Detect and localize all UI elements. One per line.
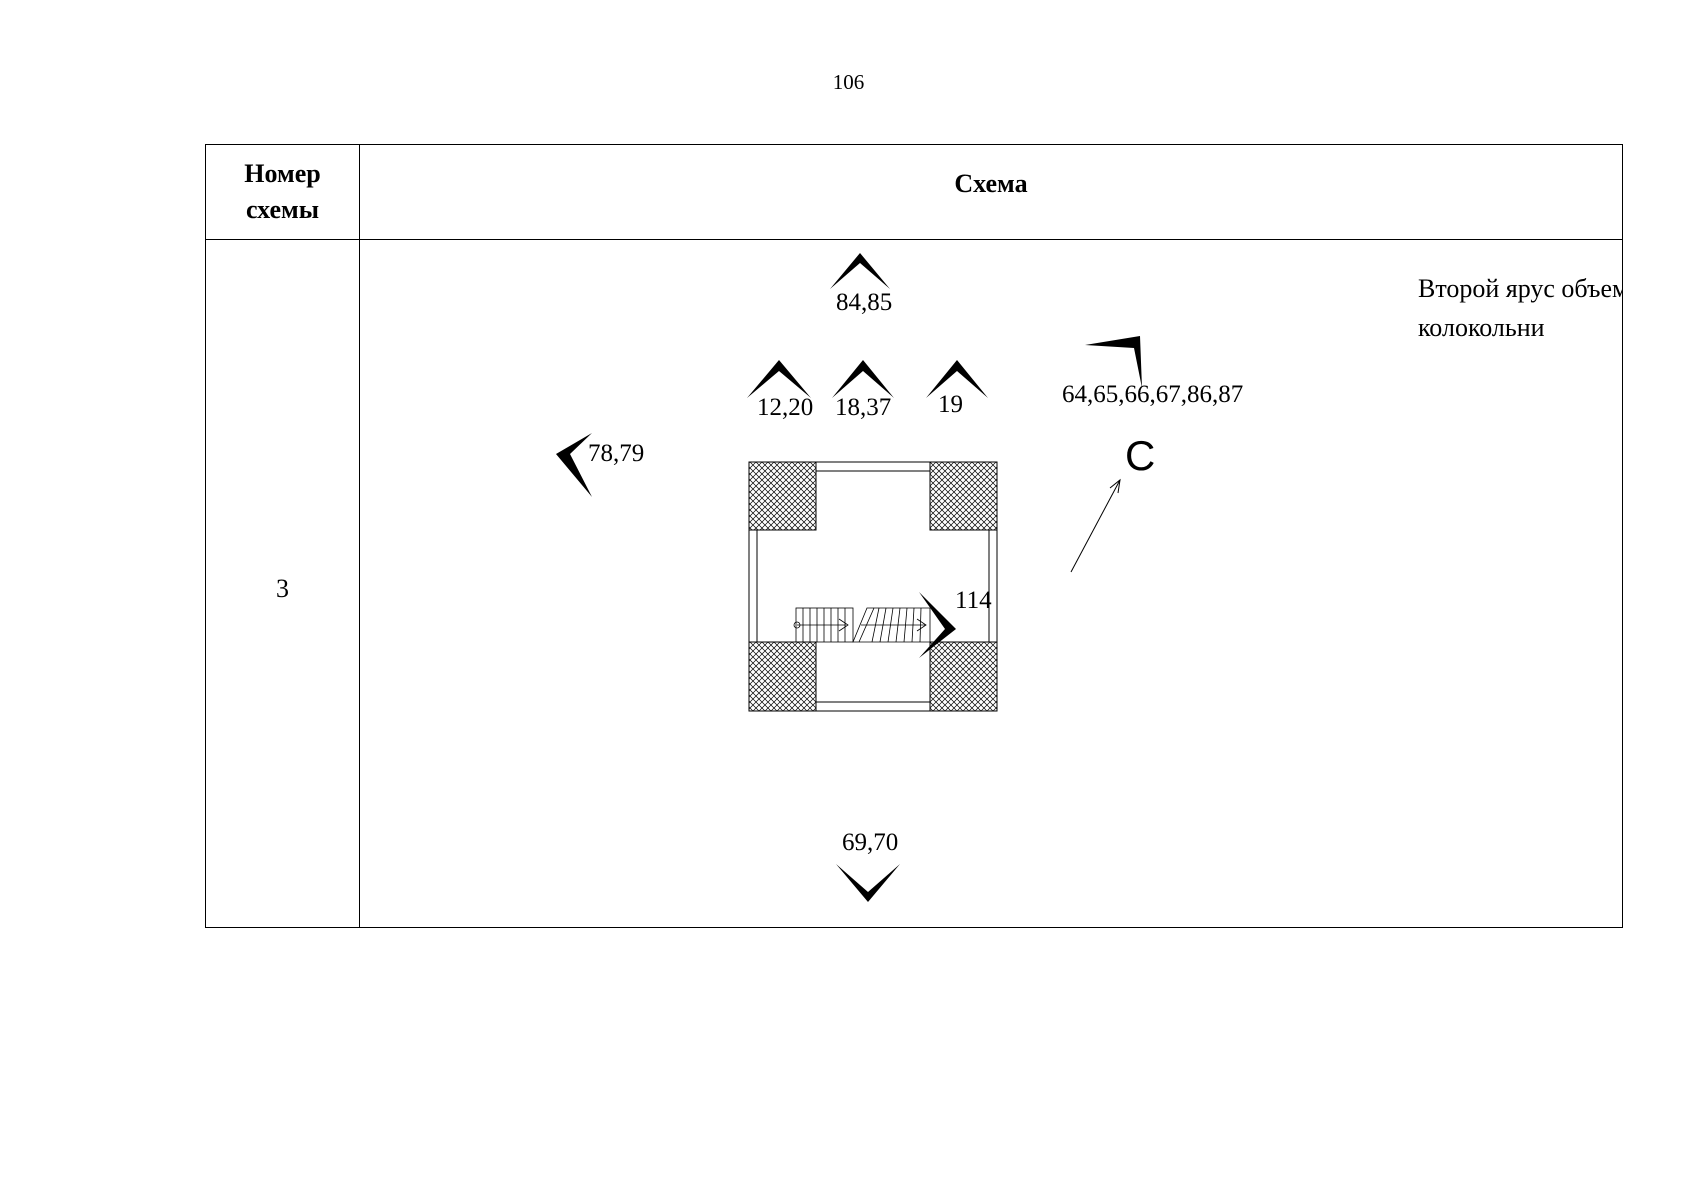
header-scheme-cell: Схема (359, 144, 1623, 240)
table-header-row: Номер схемы Схема (205, 144, 1623, 240)
view-label-row-c: 19 (938, 391, 963, 418)
pillar-top-left (748, 461, 817, 531)
view-marker-corner: 64,65,66,67,86,87 (1062, 336, 1243, 408)
table-row: 3 Второй ярус объема колокольни 84,85 (205, 239, 1623, 928)
view-label-top: 84,85 (836, 289, 892, 316)
pillar-top-right (929, 461, 998, 531)
view-label-row-a: 12,20 (757, 394, 813, 421)
view-label-corner: 64,65,66,67,86,87 (1062, 381, 1243, 408)
view-marker-row-b: 18,37 (832, 360, 894, 421)
header-number-line1: Номер (244, 159, 321, 188)
scheme-drawing-cell: Второй ярус объема колокольни 84,85 12,2… (359, 239, 1623, 928)
pillar-bottom-right (929, 641, 998, 712)
view-marker-row-c: 19 (926, 360, 988, 418)
view-marker-inner: 114 (919, 587, 992, 658)
view-label-inner: 114 (955, 587, 992, 614)
pillar-bottom-left (748, 641, 817, 712)
view-marker-row-a: 12,20 (747, 360, 813, 421)
view-label-bottom: 69,70 (842, 829, 898, 856)
view-label-row-b: 18,37 (835, 394, 891, 421)
view-marker-top: 84,85 (830, 253, 892, 316)
north-arrow: С (1070, 432, 1155, 573)
caption-line1: Второй ярус объема (1418, 274, 1623, 303)
view-marker-left: 78,79 (556, 433, 644, 497)
page-number: 106 (832, 70, 865, 94)
header-number-cell: Номер схемы (205, 144, 360, 240)
header-number-line2: схемы (245, 195, 320, 224)
north-label: С (1125, 432, 1155, 479)
view-label-left: 78,79 (588, 440, 644, 467)
floor-plan-drawing: Второй ярус объема колокольни 84,85 12,2… (556, 253, 1623, 902)
view-marker-bottom: 69,70 (836, 829, 900, 902)
staircase (793, 607, 931, 643)
scheme-number-cell: 3 (205, 239, 360, 928)
floor-plan (748, 461, 998, 712)
schemes-table: Номер схемы Схема 3 Второй ярус объема к… (205, 144, 1623, 928)
caption-line2: колокольни (1418, 313, 1545, 342)
